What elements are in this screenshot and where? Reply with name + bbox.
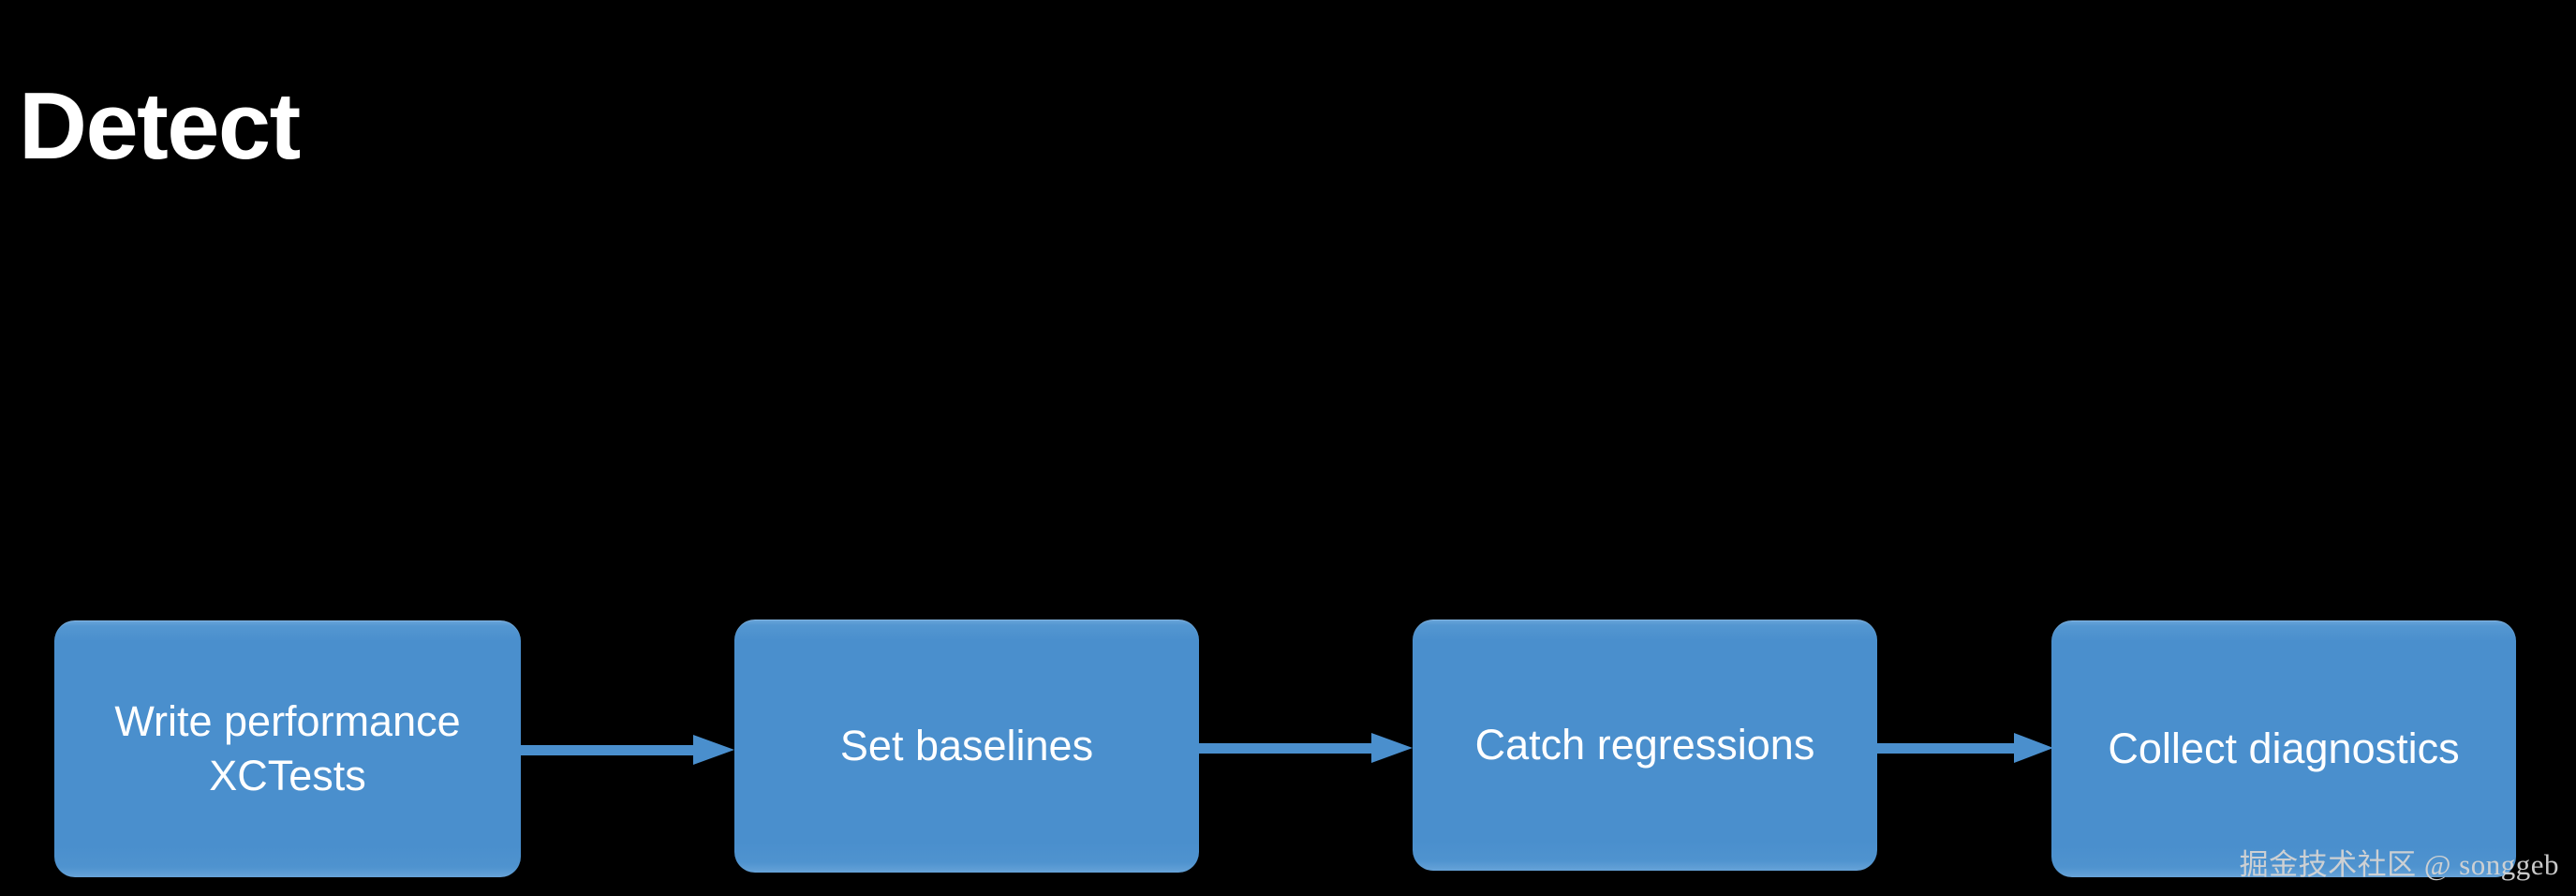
flow-node-label: Collect diagnostics [2108,724,2460,773]
flow-node-label: Catch regressions [1474,721,1815,769]
flow-arrow-2-icon [1199,733,1413,763]
flow-node-write-performance-xctests[interactable]: Write performance XCTests [54,620,521,877]
page-title: Detect [19,73,301,179]
flow-node-catch-regressions[interactable]: Catch regressions [1413,620,1877,871]
flow-node-set-baselines[interactable]: Set baselines [734,620,1199,873]
flow-arrow-3-icon [1877,733,2053,763]
watermark: 掘金技术社区 @ songgeb [2239,848,2559,881]
flow-node-collect-diagnostics[interactable]: Collect diagnostics [2051,620,2516,877]
flow-arrow-1-icon [521,735,734,765]
flow-node-label: Set baselines [839,722,1094,770]
flow-node-label: Write performance XCTests [114,697,461,799]
